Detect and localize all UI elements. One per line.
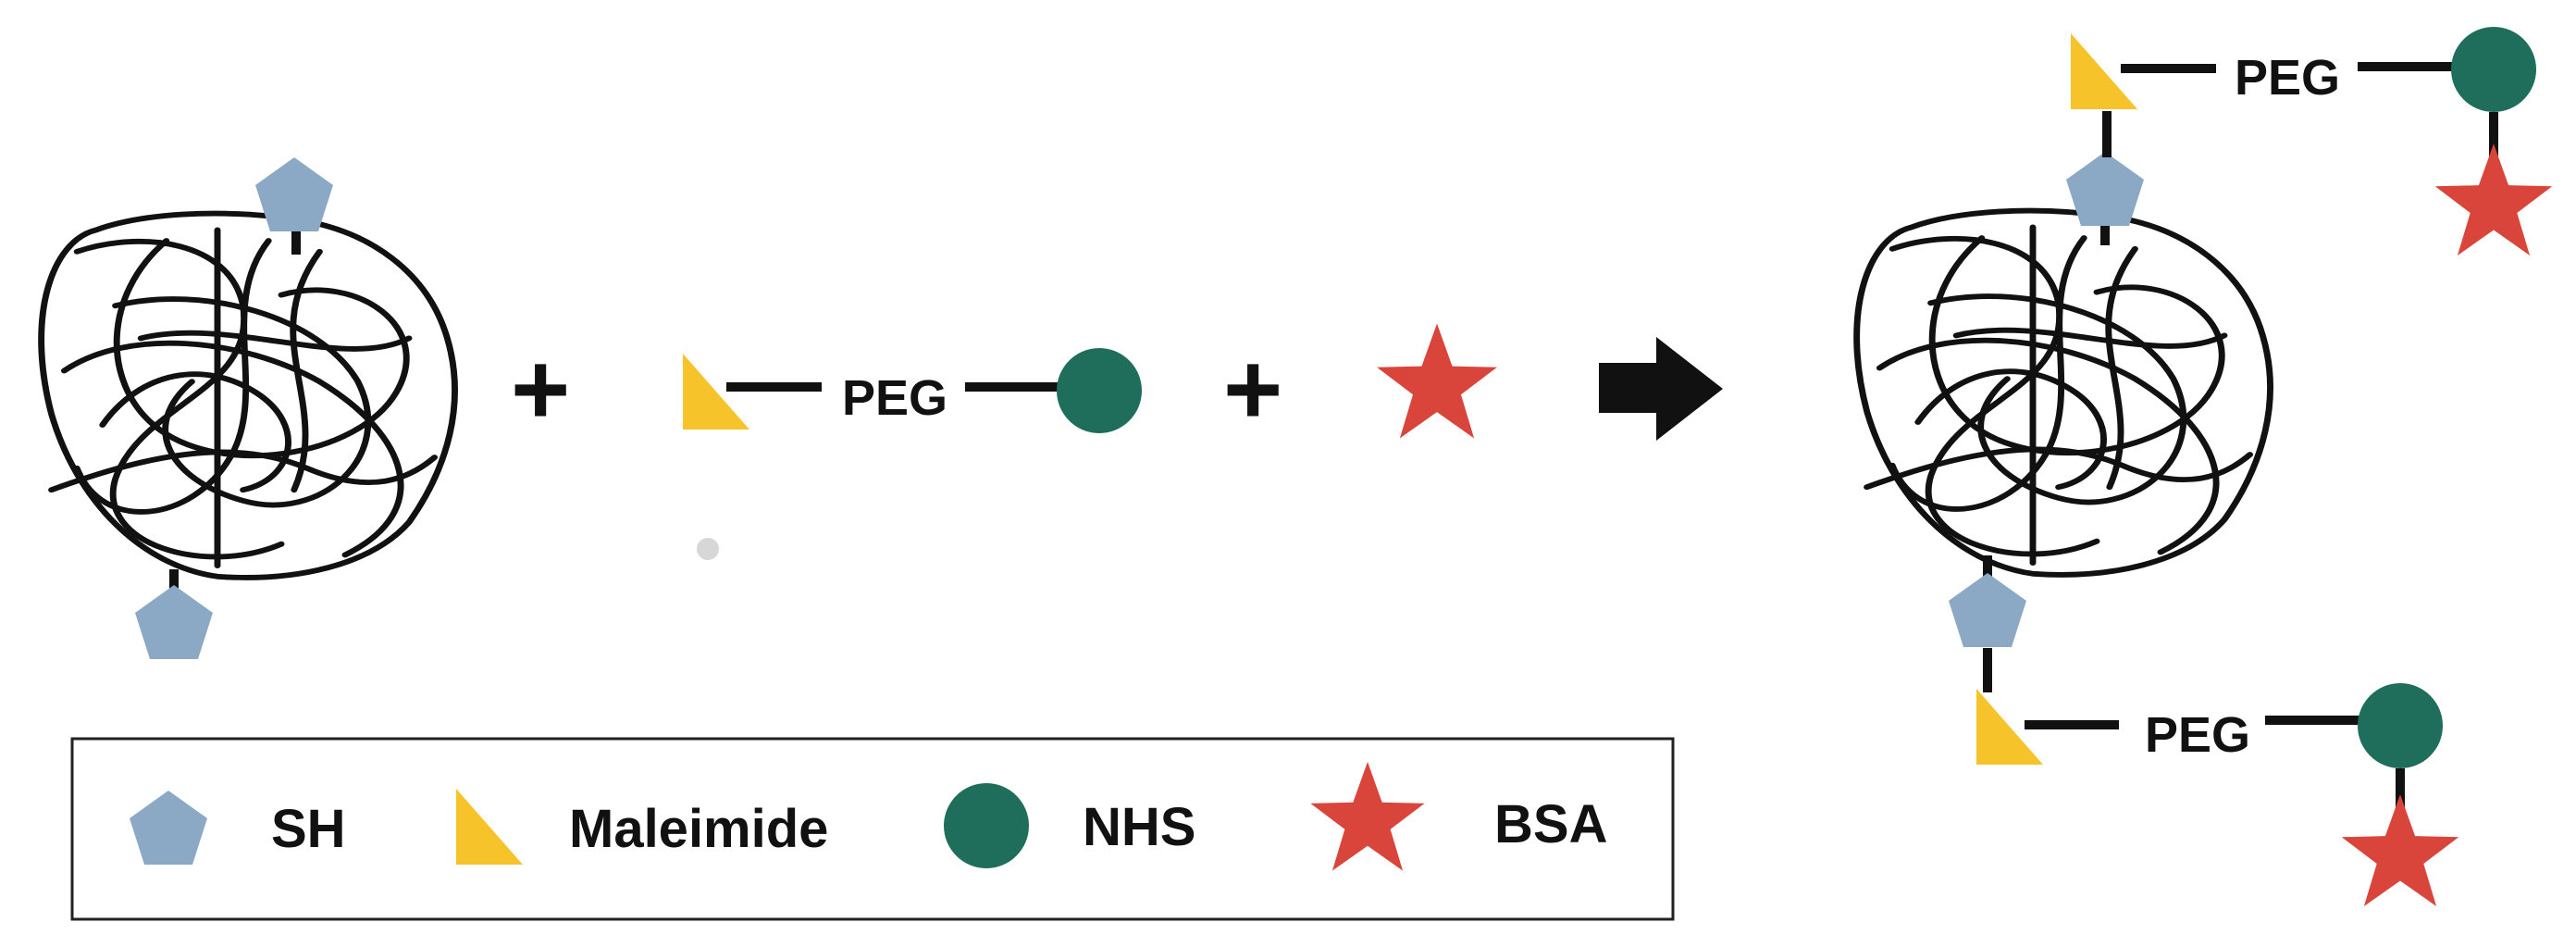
peg-label: PEG (2235, 50, 2340, 106)
protein-coil-left (42, 214, 455, 578)
sh-pentagon-icon (2066, 152, 2144, 226)
plus-sign: + (1223, 332, 1282, 446)
bsa-star-icon (1377, 323, 1497, 439)
circle-icon (944, 783, 1029, 868)
sh-pentagon-icon (255, 157, 333, 231)
legend: SH Maleimide NHS BSA (70, 737, 1675, 921)
sh-pentagon-icon (1949, 573, 2026, 647)
peg-label: PEG (842, 370, 947, 426)
reaction-arrow-icon (1599, 337, 1723, 441)
plus-sign: + (511, 332, 570, 446)
sh-pentagon-icon (135, 585, 213, 659)
smudge (697, 538, 719, 560)
legend-item-nhs: NHS (944, 783, 1195, 868)
legend-label-nhs: NHS (1083, 797, 1195, 857)
nhs-circle-icon (2451, 27, 2536, 112)
bsa-star-icon (2434, 143, 2553, 256)
protein-coil-right (1857, 211, 2271, 575)
peg-label: PEG (2145, 707, 2250, 763)
legend-item-bsa: BSA (1310, 762, 1607, 871)
legend-item-sh: SH (130, 791, 346, 865)
legend-box (70, 737, 1675, 921)
legend-label-maleimide: Maleimide (569, 799, 828, 859)
nhs-circle-icon (1057, 348, 1142, 433)
legend-item-maleimide: Maleimide (456, 789, 828, 865)
bsa-star-icon (2341, 794, 2459, 907)
nhs-circle-icon (2358, 683, 2443, 768)
legend-label-bsa: BSA (1494, 794, 1607, 854)
legend-label-sh: SH (271, 799, 346, 859)
